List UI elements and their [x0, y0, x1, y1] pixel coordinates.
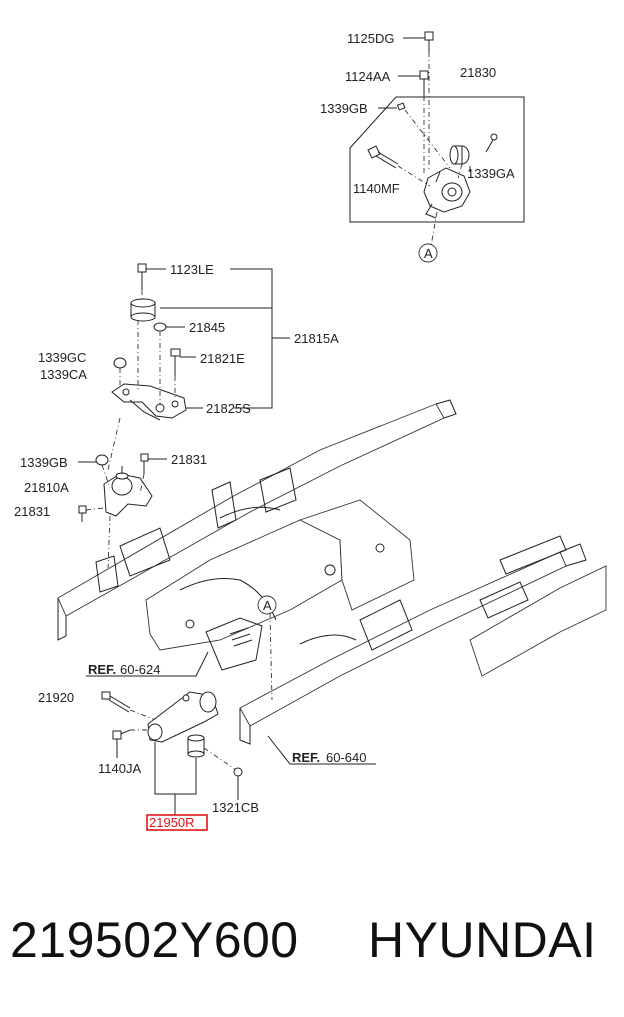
engine-mount-21810a-icon	[103, 466, 153, 517]
footer-caption: 219502Y600 HYUNDAI	[0, 905, 624, 975]
label-a-mid: A	[263, 598, 272, 613]
part-number: 219502Y600	[10, 912, 299, 968]
label-1123le: 1123LE	[170, 262, 214, 277]
label-21815a: 21815A	[294, 331, 339, 346]
bolt-21831-right-icon	[140, 453, 149, 474]
highlight-box-21950r	[146, 814, 208, 831]
label-ref-640-prefix: REF.	[292, 750, 320, 765]
label-1140mf: 1140MF	[353, 181, 400, 196]
label-1339gb-top: 1339GB	[320, 101, 368, 116]
label-21821e: 21821E	[200, 351, 245, 366]
bushing-1339ga-icon	[449, 145, 470, 165]
nut-1339gb-mid-icon	[95, 454, 109, 466]
bolt-21831-left-icon	[78, 505, 87, 522]
bracket-plate-21825s-icon	[111, 383, 187, 421]
label-21831-left: 21831	[14, 504, 50, 519]
rod-bracket-icon	[147, 691, 219, 743]
label-1339gc: 1339GC	[38, 350, 86, 365]
nut-1321cb-icon	[233, 767, 243, 777]
label-ref-624-number: 60-624	[120, 662, 160, 677]
label-21950r: 21950R	[149, 815, 195, 830]
bolt-1124aa-icon	[419, 70, 429, 96]
nut-1339ga-icon	[485, 133, 498, 153]
label-21825s: 21825S	[206, 401, 251, 416]
nut-1339gc-icon	[113, 357, 127, 369]
label-21830: 21830	[460, 65, 496, 80]
label-21920: 21920	[38, 690, 74, 705]
exploded-parts-diagram: 1125DG 1124AA 21830 1339GB 1140MF 1339GA…	[14, 31, 607, 831]
nut-21845-icon	[153, 322, 167, 332]
label-21831-right: 21831	[171, 452, 207, 467]
bolt-1125dg-icon	[424, 31, 434, 52]
label-a-top: A	[424, 246, 433, 261]
bolt-1140ja-icon	[112, 729, 131, 740]
nut-1339gb-top-icon	[396, 102, 406, 111]
bolt-1123le-icon	[137, 263, 147, 290]
label-21810a: 21810A	[24, 480, 69, 495]
ref-circle-a-top	[418, 243, 438, 263]
mount-assembly-21810a	[78, 417, 167, 569]
label-21845: 21845	[189, 320, 225, 335]
bracket-assembly-21815a	[111, 263, 290, 421]
bushing-top-icon	[130, 298, 156, 322]
callout-labels: 1125DG 1124AA 21830 1339GB 1140MF 1339GA…	[14, 31, 515, 830]
label-1339gb-mid: 1339GB	[20, 455, 68, 470]
bushing-21950r-icon	[187, 734, 205, 758]
bolt-21920-icon	[101, 691, 131, 713]
vehicle-frame	[57, 399, 607, 765]
label-1124aa: 1124AA	[345, 69, 391, 84]
label-1339ca: 1339CA	[40, 367, 87, 382]
label-1125dg: 1125DG	[347, 31, 394, 46]
bolt-21821e-icon	[170, 348, 181, 376]
ref-circle-a-mid	[257, 595, 277, 615]
label-ref-640-number: 60-640	[326, 750, 366, 765]
label-1321cb: 1321CB	[212, 800, 259, 815]
label-ref-624-prefix: REF.	[88, 662, 116, 677]
label-1339ga: 1339GA	[467, 166, 515, 181]
roll-rod-assembly-21950r	[101, 691, 243, 831]
label-1140ja: 1140JA	[98, 761, 141, 776]
inset-21830	[349, 31, 525, 263]
bolt-1140mf-icon	[367, 145, 399, 169]
brand-name: HYUNDAI	[368, 912, 597, 968]
mount-bracket-21830-icon	[423, 167, 471, 219]
